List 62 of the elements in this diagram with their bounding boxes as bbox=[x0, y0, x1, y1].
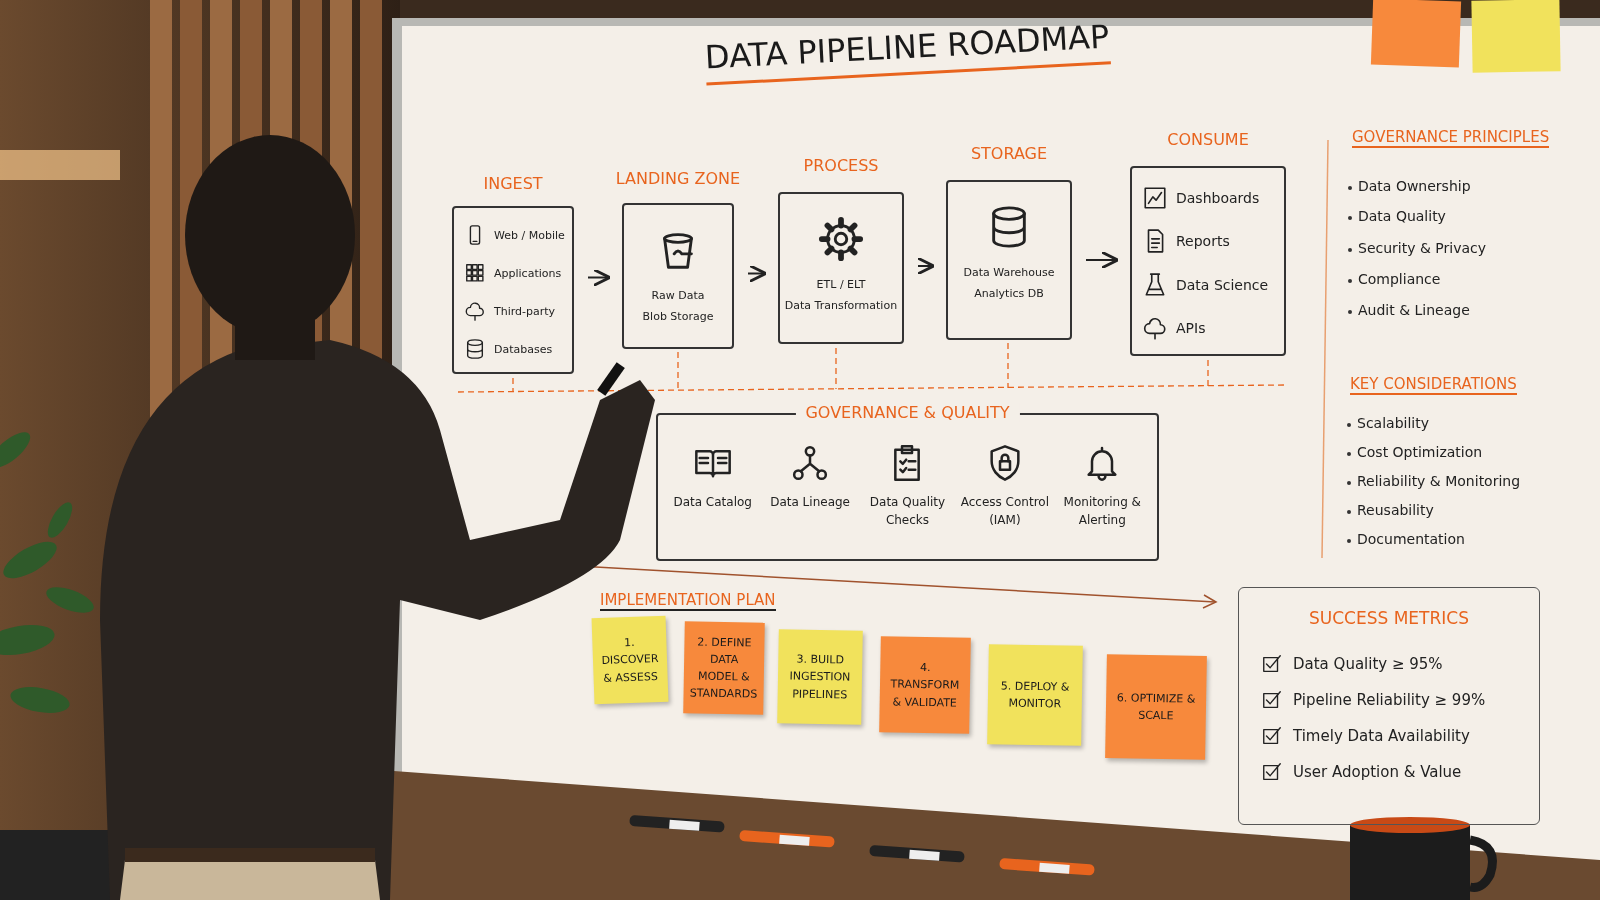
item-label: Databases bbox=[494, 342, 553, 356]
step-text: 1. DISCOVER & ASSESS bbox=[600, 635, 660, 687]
step-text: 5. DEPLOY & MONITOR bbox=[999, 678, 1071, 713]
stage-heading: CONSUME bbox=[1166, 130, 1250, 149]
list-item: Cost Optimization bbox=[1357, 444, 1483, 460]
list-item: Data Ownership bbox=[1358, 178, 1471, 194]
step-text: 3. BUILD INGESTION PIPELINES bbox=[788, 652, 852, 703]
arrow bbox=[1085, 250, 1120, 270]
metric-label: Data Quality ≥ 95% bbox=[1293, 655, 1443, 673]
sticky-note bbox=[1471, 0, 1561, 73]
item-label: Applications bbox=[494, 266, 562, 280]
stage-heading: LANDING ZONE bbox=[614, 169, 742, 188]
item-label: Access Control (IAM) bbox=[959, 494, 1050, 529]
panel-heading: GOVERNANCE & QUALITY bbox=[795, 403, 1020, 422]
item-label: Data Science bbox=[1176, 276, 1269, 293]
item-label: Web / Mobile bbox=[494, 228, 565, 242]
sticky-note bbox=[1370, 0, 1462, 68]
stage-heading: PROCESS bbox=[802, 156, 880, 175]
list-item: Compliance bbox=[1358, 271, 1441, 287]
sticky-note bbox=[1105, 654, 1207, 760]
sticky-note bbox=[591, 615, 669, 705]
metrics-panel bbox=[1238, 587, 1540, 825]
item-label: APIs bbox=[1176, 320, 1206, 337]
list-item: Security & Privacy bbox=[1358, 240, 1486, 256]
section-heading: GOVERNANCE PRINCIPLES bbox=[1352, 128, 1550, 148]
item-label: Data Quality Checks bbox=[868, 494, 947, 529]
stage-heading: INGEST bbox=[482, 174, 544, 193]
item-label: Data Lineage bbox=[770, 494, 850, 511]
sticky-note bbox=[777, 629, 863, 725]
item-label: Third-party bbox=[494, 304, 556, 318]
step-text: 4. TRANSFORM & VALIDATE bbox=[889, 660, 961, 712]
item-label: Analytics DB bbox=[974, 287, 1044, 300]
arrow bbox=[587, 268, 612, 287]
section-heading: KEY CONSIDERATIONS bbox=[1350, 375, 1517, 395]
item-label: Blob Storage bbox=[642, 310, 714, 323]
item-label: Data Transformation bbox=[784, 299, 898, 312]
sticky-note bbox=[987, 644, 1083, 746]
item-label: Raw Data bbox=[651, 289, 705, 302]
section-heading: IMPLEMENTATION PLAN bbox=[600, 591, 776, 611]
sticky-note bbox=[683, 621, 765, 715]
metric-label: Timely Data Availability bbox=[1293, 727, 1470, 745]
sticky-note bbox=[879, 636, 971, 734]
list-item: Data Quality bbox=[1358, 208, 1446, 224]
metric-label: User Adoption & Value bbox=[1293, 763, 1462, 781]
item-label: ETL / ELT bbox=[816, 278, 866, 291]
list-item: Documentation bbox=[1357, 531, 1465, 547]
step-text: 6. OPTIMIZE & SCALE bbox=[1115, 690, 1197, 725]
list-item: Audit & Lineage bbox=[1358, 302, 1470, 318]
panel-heading: SUCCESS METRICS bbox=[1308, 608, 1470, 628]
stage-heading: STORAGE bbox=[969, 144, 1049, 163]
arrow bbox=[916, 256, 936, 276]
list-item: Scalability bbox=[1357, 415, 1429, 431]
item-label: Dashboards bbox=[1176, 189, 1260, 206]
arrow bbox=[747, 264, 768, 283]
item-label: Data Catalog bbox=[673, 494, 752, 511]
list-item: Reusability bbox=[1357, 502, 1434, 518]
step-text: 2. DEFINE DATA MODEL & STANDARDS bbox=[689, 634, 759, 703]
item-label: Data Warehouse bbox=[963, 266, 1055, 279]
item-label: Reports bbox=[1176, 233, 1230, 250]
list-item: Reliability & Monitoring bbox=[1357, 473, 1521, 489]
item-label: Monitoring & Alerting bbox=[1062, 494, 1142, 529]
metric-label: Pipeline Reliability ≥ 99% bbox=[1293, 691, 1486, 709]
